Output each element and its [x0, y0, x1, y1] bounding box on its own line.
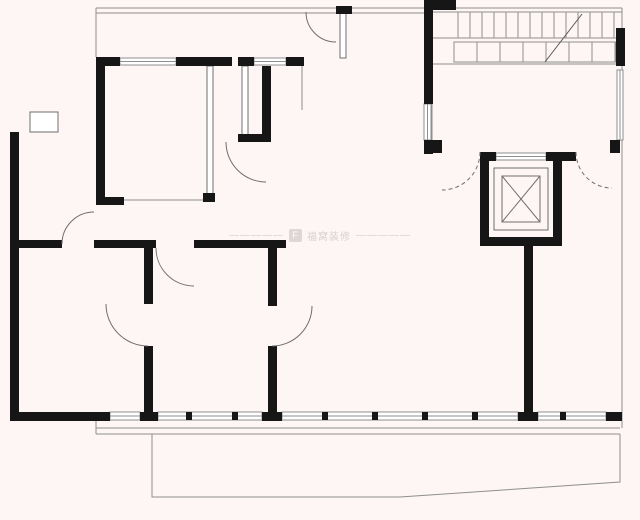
wall-segment: [10, 240, 62, 248]
wall-segment: [10, 132, 19, 242]
wall-segment: [268, 346, 277, 416]
wall-segment: [96, 57, 120, 66]
wall-segment: [238, 134, 264, 142]
door-swing-arc: [105, 303, 149, 347]
door-swing-arc: [441, 151, 481, 191]
elevator-cab-inner: [501, 175, 541, 223]
watermark-brand-text: 福窝装修: [307, 232, 351, 243]
window-tick: [372, 412, 378, 420]
wall-segment: [10, 244, 19, 414]
wall-segment: [546, 152, 562, 161]
window-tick: [422, 412, 428, 420]
door-swing-arc: [61, 211, 95, 245]
elevator-cab: [493, 167, 549, 231]
wall-segment: [524, 246, 533, 412]
balcony-outline: [151, 434, 621, 498]
wall-segment: [144, 248, 153, 304]
wall-segment: [176, 57, 232, 66]
stairs-direction-line: [544, 13, 583, 63]
partition: [339, 11, 347, 59]
partition: [241, 65, 249, 137]
window-tick: [560, 412, 566, 420]
door-swing-arc: [271, 305, 313, 347]
door-swing-arc: [305, 11, 337, 43]
wall-segment: [424, 64, 433, 104]
wall-segment: [480, 237, 562, 246]
wall-segment: [144, 346, 153, 416]
partition: [29, 111, 59, 133]
wall-segment: [194, 240, 286, 248]
window-tick: [322, 412, 328, 420]
wall-segment: [262, 66, 271, 142]
wall-segment: [424, 0, 456, 10]
window-tick: [186, 412, 192, 420]
wall-segment: [518, 412, 538, 421]
wall-segment: [553, 152, 562, 246]
wall-segment: [238, 57, 254, 66]
wall-segment: [10, 412, 110, 421]
wall-segment: [262, 412, 282, 421]
wall-segment: [96, 57, 105, 205]
elevator-x-line: [501, 175, 541, 223]
wall-segment: [606, 412, 622, 421]
door-swing-arc: [155, 247, 195, 287]
wall-segment: [610, 140, 620, 153]
watermark-dash-left: —————: [229, 230, 284, 241]
wall-segment: [480, 152, 496, 161]
wall-segment: [336, 6, 352, 14]
wall-segment: [286, 57, 304, 66]
wall-segment: [140, 412, 158, 421]
wall-segment: [432, 140, 442, 153]
wall-segment: [268, 248, 277, 306]
partition: [206, 65, 214, 197]
watermark: ————— F 福窝装修 —————: [229, 228, 411, 243]
wall-segment: [616, 28, 625, 66]
wall-segment: [480, 152, 489, 246]
watermark-logo-icon: F: [289, 229, 302, 242]
wall-segment: [424, 140, 433, 154]
door-swing-arc: [225, 141, 267, 183]
wall-segment: [424, 0, 433, 64]
window-tick: [472, 412, 478, 420]
watermark-dash-right: —————: [356, 230, 411, 241]
wall-segment: [94, 240, 156, 248]
wall-segment: [96, 197, 124, 205]
window-tick: [232, 412, 238, 420]
wall-segment: [562, 152, 576, 161]
wall-segment: [203, 193, 215, 202]
door-swing-arc: [575, 151, 613, 189]
